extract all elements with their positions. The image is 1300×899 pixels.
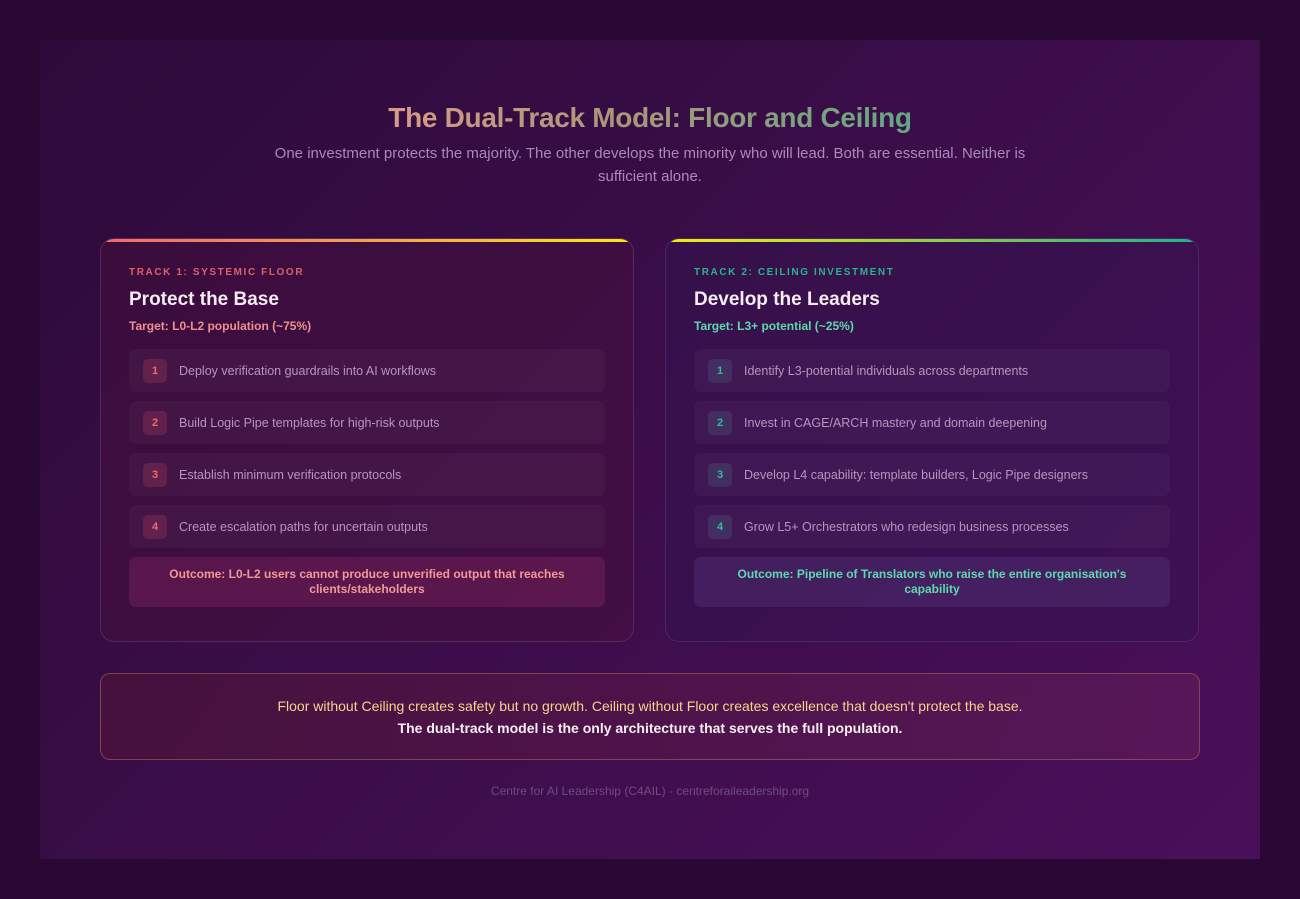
step-item: 2 Build Logic Pipe templates for high-ri… bbox=[129, 401, 605, 444]
step-number-badge: 2 bbox=[708, 410, 732, 435]
card-accent-bar bbox=[101, 239, 633, 242]
track-title: Protect the Base bbox=[129, 289, 279, 310]
step-number-badge: 1 bbox=[143, 358, 167, 383]
step-item: 3 Establish minimum verification protoco… bbox=[129, 453, 605, 496]
page-subtitle: One investment protects the majority. Th… bbox=[274, 145, 1026, 185]
track-label: TRACK 1: SYSTEMIC FLOOR bbox=[129, 267, 305, 278]
step-item: 3 Develop L4 capability: template builde… bbox=[694, 453, 1170, 496]
page-title: The Dual-Track Model: Floor and Ceiling bbox=[388, 102, 912, 133]
track-title: Develop the Leaders bbox=[694, 289, 880, 310]
track-outcome: Outcome: L0-L2 users cannot produce unve… bbox=[129, 557, 605, 607]
step-list: 1 Identify L3-potential individuals acro… bbox=[694, 349, 1170, 548]
step-text: Invest in CAGE/ARCH mastery and domain d… bbox=[744, 415, 1047, 430]
step-text: Grow L5+ Orchestrators who redesign busi… bbox=[744, 519, 1069, 534]
footer-credit: Centre for AI Leadership (C4AIL) - centr… bbox=[490, 784, 810, 798]
step-number-badge: 4 bbox=[708, 514, 732, 539]
step-number-badge: 4 bbox=[143, 514, 167, 539]
step-text: Identify L3-potential individuals across… bbox=[744, 363, 1029, 378]
step-item: 1 Deploy verification guardrails into AI… bbox=[129, 349, 605, 392]
step-item: 4 Grow L5+ Orchestrators who redesign bu… bbox=[694, 505, 1170, 548]
step-number-badge: 3 bbox=[143, 462, 167, 487]
slide-panel: The Dual-Track Model: Floor and Ceiling … bbox=[40, 40, 1260, 859]
step-item: 4 Create escalation paths for uncertain … bbox=[129, 505, 605, 548]
track-card-ceiling-investment: TRACK 2: CEILING INVESTMENT Develop the … bbox=[665, 238, 1199, 642]
header: The Dual-Track Model: Floor and Ceiling … bbox=[40, 102, 1260, 188]
track-target: Target: L0-L2 population (~75%) bbox=[129, 319, 312, 333]
track-label: TRACK 2: CEILING INVESTMENT bbox=[694, 267, 895, 278]
track-card-systemic-floor: TRACK 1: SYSTEMIC FLOOR Protect the Base… bbox=[100, 238, 634, 642]
track-target: Target: L3+ potential (~25%) bbox=[694, 319, 854, 333]
step-text: Build Logic Pipe templates for high-risk… bbox=[179, 415, 440, 430]
step-text: Establish minimum verification protocols bbox=[179, 467, 402, 482]
step-item: 1 Identify L3-potential individuals acro… bbox=[694, 349, 1170, 392]
track-outcome: Outcome: Pipeline of Translators who rai… bbox=[694, 557, 1170, 607]
step-text: Deploy verification guardrails into AI w… bbox=[179, 363, 437, 378]
step-number-badge: 2 bbox=[143, 410, 167, 435]
step-number-badge: 1 bbox=[708, 358, 732, 383]
step-text: Create escalation paths for uncertain ou… bbox=[179, 519, 428, 534]
summary-callout: Floor without Ceiling creates safety but… bbox=[100, 673, 1200, 760]
summary-statement: Floor without Ceiling creates safety but… bbox=[277, 698, 1023, 714]
step-item: 2 Invest in CAGE/ARCH mastery and domain… bbox=[694, 401, 1170, 444]
step-text: Develop L4 capability: template builders… bbox=[744, 467, 1088, 482]
step-list: 1 Deploy verification guardrails into AI… bbox=[129, 349, 605, 548]
card-accent-bar bbox=[666, 239, 1198, 242]
summary-conclusion: The dual-track model is the only archite… bbox=[397, 720, 903, 736]
step-number-badge: 3 bbox=[708, 462, 732, 487]
